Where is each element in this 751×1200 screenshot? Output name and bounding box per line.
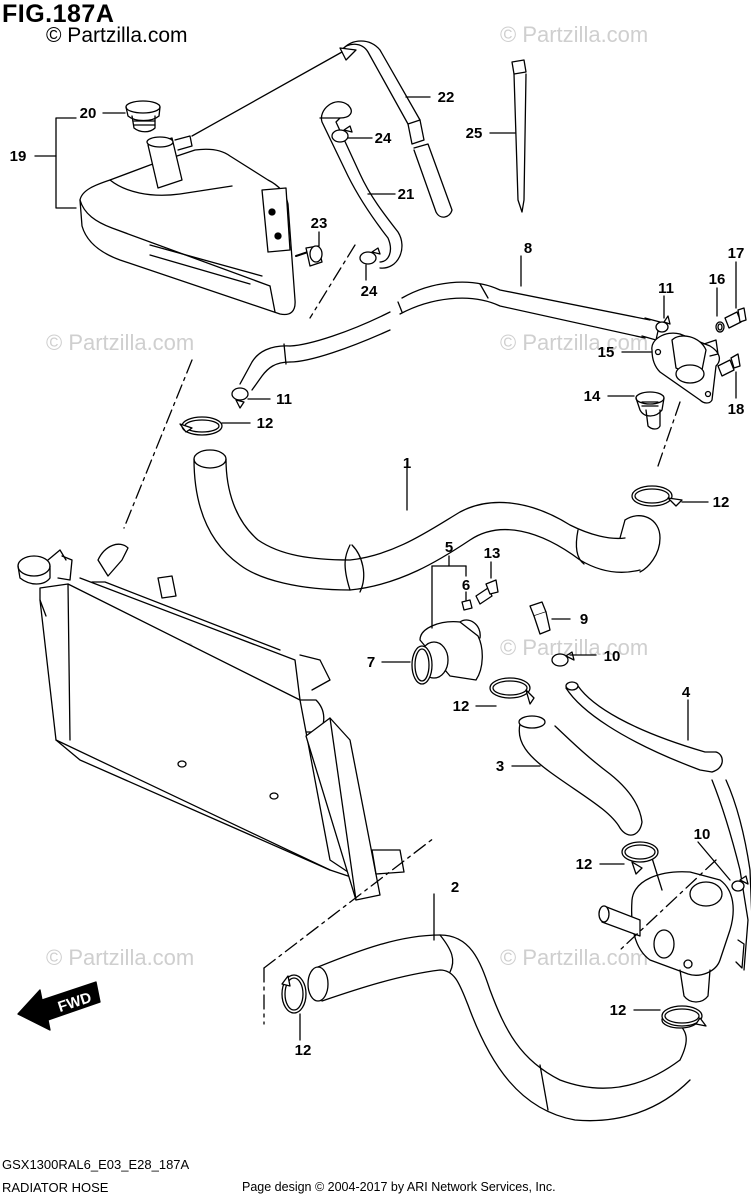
thermostat-cover-15 <box>651 332 721 404</box>
reservoir-cap <box>125 100 161 133</box>
thermostat-14 <box>635 391 665 430</box>
callout-12-lower-right: 12 <box>610 1002 627 1019</box>
callout-12-pump-top: 12 <box>576 856 593 873</box>
callout-18: 18 <box>728 401 745 418</box>
clamp-11-left <box>231 387 249 409</box>
hose-3 <box>489 677 643 836</box>
hose-4 <box>565 681 751 971</box>
callout-13: 13 <box>484 545 501 562</box>
callout-10-upper: 10 <box>604 648 621 665</box>
callout-19: 19 <box>10 148 27 165</box>
hose-2 <box>307 934 699 1122</box>
clamp-24-lower <box>359 247 381 265</box>
o-ring-16 <box>715 321 725 333</box>
callout-5: 5 <box>445 539 453 556</box>
callout-15: 15 <box>598 344 615 361</box>
watermark-low-left: © Partzilla.com <box>46 945 195 970</box>
callout-17: 17 <box>728 245 745 262</box>
callout-25: 25 <box>466 125 483 142</box>
diagram-code: GSX1300RAL6_E03_E28_187A <box>2 1157 190 1172</box>
callout-11-right: 11 <box>658 280 674 297</box>
watermark-mid-left: © Partzilla.com <box>46 330 195 355</box>
clamp-10-lower <box>731 875 749 892</box>
screw-17 <box>724 307 747 329</box>
callout-21: 21 <box>398 186 415 203</box>
reservoir-tank <box>79 135 296 316</box>
watermark-center-right: © Partzilla.com <box>500 635 649 660</box>
cable-tie-25 <box>511 59 527 213</box>
watermark-low-right: © Partzilla.com <box>500 945 649 970</box>
diagram-title: RADIATOR HOSE <box>2 1180 109 1195</box>
callout-16: 16 <box>709 271 726 288</box>
clamp-12-upper-left <box>179 416 223 436</box>
fitting-9 <box>529 601 551 635</box>
hose-22 <box>191 40 453 218</box>
water-pump <box>598 871 734 1003</box>
clamp-12-upper-right <box>631 485 683 507</box>
callout-24-upper: 24 <box>375 130 392 147</box>
callout-14: 14 <box>584 388 601 405</box>
clamp-11-right <box>655 315 671 333</box>
callout-12-upper-right: 12 <box>713 494 730 511</box>
callout-7: 7 <box>367 654 375 671</box>
bolt-23 <box>295 245 323 267</box>
callout-22: 22 <box>438 89 455 106</box>
clamp-12-lower-left <box>281 974 307 1014</box>
figure-title: FIG.187A <box>2 0 115 28</box>
fwd-arrow-icon: FWD <box>17 981 101 1031</box>
callout-24-lower: 24 <box>361 283 378 300</box>
callout-11-left: 11 <box>276 391 292 408</box>
page-design-credit: Page design © 2004-2017 by ARI Network S… <box>242 1180 556 1194</box>
hose-21 <box>319 101 403 269</box>
watermark-mid-right: © Partzilla.com <box>500 330 649 355</box>
callout-bracket-19 <box>55 117 77 209</box>
radiator <box>17 543 405 901</box>
clamp-12-lower-right <box>661 1005 707 1027</box>
callout-9: 9 <box>580 611 588 628</box>
callout-12-hose3: 12 <box>453 698 470 715</box>
callout-4: 4 <box>682 684 691 701</box>
hose-1 <box>193 449 661 593</box>
clamp-24-upper <box>331 125 353 143</box>
clamp-10-upper <box>551 651 575 667</box>
callout-3: 3 <box>496 758 504 775</box>
callout-6: 6 <box>462 577 470 594</box>
callout-12-lower-left: 12 <box>295 1042 312 1059</box>
callout-23: 23 <box>311 215 328 232</box>
o-ring-7 <box>411 645 433 685</box>
callout-12-upper-left: 12 <box>257 415 274 432</box>
screw-18 <box>717 353 741 377</box>
watermark-top-right: © Partzilla.com <box>500 22 649 47</box>
callout-10-lower: 10 <box>694 826 711 843</box>
hose-8 <box>239 281 661 391</box>
callout-20: 20 <box>80 105 97 122</box>
plug-6 <box>461 599 473 611</box>
leader-pump-12 <box>651 857 663 891</box>
bolt-13 <box>475 579 499 605</box>
callout-1: 1 <box>403 455 411 472</box>
copyright-notice: © Partzilla.com <box>46 24 188 47</box>
callout-8: 8 <box>524 240 532 257</box>
callout-2: 2 <box>451 879 459 896</box>
clamp-12-pump-top <box>621 841 659 875</box>
